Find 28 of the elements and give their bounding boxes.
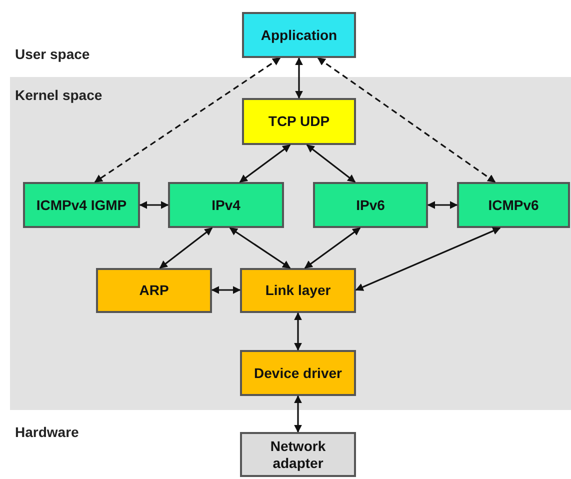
region-label: Kernel space <box>15 87 102 104</box>
protocol-box: Link layer <box>240 268 356 313</box>
double-arrow <box>94 57 281 183</box>
double-arrow <box>229 227 291 269</box>
protocol-box: ICMPv4 IGMP <box>23 182 140 228</box>
double-arrow <box>239 144 291 183</box>
region-label: User space <box>15 46 90 62</box>
double-arrow <box>139 201 169 209</box>
protocol-box: Device driver <box>240 350 356 396</box>
protocol-box: TCP UDP <box>242 98 356 145</box>
kernel-space-band <box>10 77 571 410</box>
protocol-box: IPv6 <box>313 182 428 228</box>
double-arrow <box>159 227 213 269</box>
double-arrow <box>306 144 356 183</box>
protocol-box: ARP <box>96 268 212 313</box>
region-label: Hardware <box>15 424 79 440</box>
protocol-box: ICMPv6 <box>457 182 570 228</box>
double-arrow <box>317 57 496 183</box>
double-arrow <box>294 312 302 351</box>
double-arrow <box>294 395 302 433</box>
protocol-box: IPv4 <box>168 182 284 228</box>
double-arrow <box>304 227 361 269</box>
protocol-box: Application <box>242 12 356 58</box>
double-arrow <box>295 57 303 99</box>
double-arrow <box>427 201 458 209</box>
double-arrow <box>211 286 241 294</box>
double-arrow <box>355 227 501 291</box>
protocol-box: Network adapter <box>240 432 356 477</box>
